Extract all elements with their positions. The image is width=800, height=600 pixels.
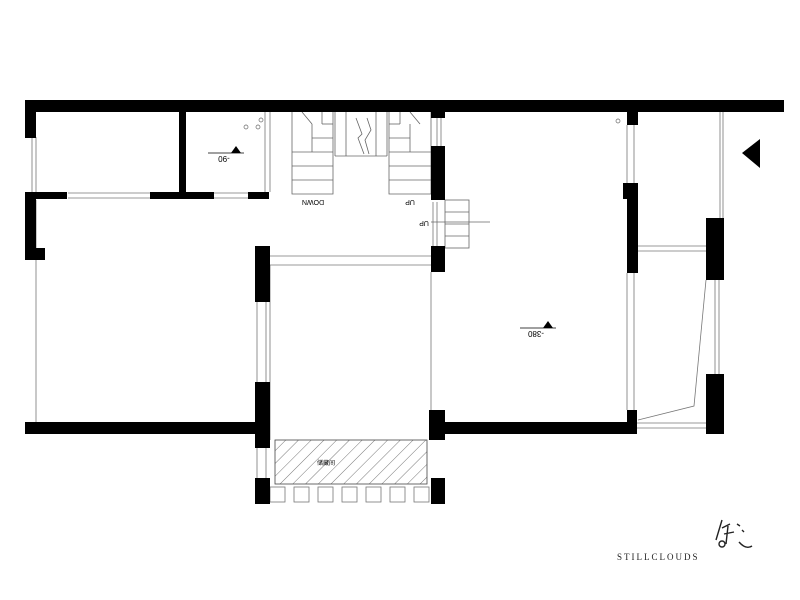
direction-arrow-icon xyxy=(742,139,760,168)
brand-logo-icon xyxy=(715,519,753,549)
storage-label: 储藏间 xyxy=(317,459,335,467)
storage-hatch xyxy=(274,439,428,485)
fixture-dots xyxy=(243,117,621,130)
entry-steps xyxy=(269,486,430,503)
level-marker-small-room: -90 xyxy=(208,146,244,163)
stair-down-label: DOWN xyxy=(302,198,324,205)
brand-name: STILLCLOUDS xyxy=(617,552,700,562)
level-label-right-room: -380 xyxy=(527,329,544,338)
landing-up-label: UP xyxy=(419,219,429,226)
stair-up-label: UP xyxy=(405,198,415,205)
level-label-small-room: -90 xyxy=(218,154,230,163)
staircase xyxy=(291,111,490,249)
walls xyxy=(25,100,784,504)
level-marker-right-room: -380 xyxy=(520,321,556,338)
